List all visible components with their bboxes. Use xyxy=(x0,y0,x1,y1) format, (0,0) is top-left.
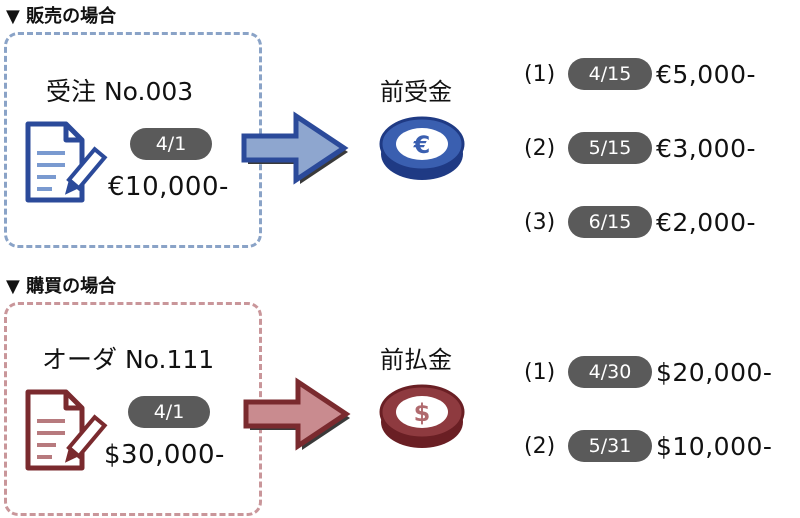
row-amount: €5,000- xyxy=(656,59,756,89)
sales-section-title: ▼ 販売の場合 xyxy=(6,6,117,27)
row-amount: €3,000- xyxy=(656,133,756,163)
dollar-symbol: $ xyxy=(414,399,431,427)
euro-coin-icon: € xyxy=(379,116,465,180)
row-amount: $20,000- xyxy=(656,357,773,387)
euro-symbol: € xyxy=(413,131,431,159)
purchase-result-label: 前払金 xyxy=(380,346,452,374)
document-edit-icon xyxy=(25,389,108,471)
purchase-row-1: (1) 4/30 $20,000- xyxy=(524,356,772,388)
sales-order-date: 4/1 xyxy=(130,128,212,160)
purchase-section-title: ▼ 購買の場合 xyxy=(6,276,117,297)
dollar-coin-icon: $ xyxy=(379,384,465,448)
sales-order-amount: €10,000- xyxy=(108,172,229,202)
purchase-order-date: 4/1 xyxy=(128,396,210,428)
purchase-order-amount: $30,000- xyxy=(104,440,225,470)
row-index: (3) xyxy=(524,209,556,235)
row-index: (2) xyxy=(524,433,556,459)
row-amount: $10,000- xyxy=(656,431,773,461)
row-date: 4/15 xyxy=(568,58,652,90)
right-arrow-icon xyxy=(243,377,351,451)
row-amount: €2,000- xyxy=(656,207,756,237)
row-index: (1) xyxy=(524,359,556,385)
row-date: 5/31 xyxy=(568,430,652,462)
row-date: 6/15 xyxy=(568,206,652,238)
row-date: 5/15 xyxy=(568,132,652,164)
document-edit-icon xyxy=(25,121,108,203)
purchase-order-title: オーダ No.111 xyxy=(42,345,215,374)
purchase-row-2: (2) 5/31 $10,000- xyxy=(524,430,772,462)
sales-result-label: 前受金 xyxy=(380,78,452,106)
row-index: (2) xyxy=(524,135,556,161)
right-arrow-icon xyxy=(241,111,349,185)
row-index: (1) xyxy=(524,61,556,87)
row-date: 4/30 xyxy=(568,356,652,388)
sales-row-2: (2) 5/15 €3,000- xyxy=(524,132,756,164)
sales-row-1: (1) 4/15 €5,000- xyxy=(524,58,756,90)
sales-row-3: (3) 6/15 €2,000- xyxy=(524,206,756,238)
sales-order-title: 受注 No.003 xyxy=(46,77,194,106)
